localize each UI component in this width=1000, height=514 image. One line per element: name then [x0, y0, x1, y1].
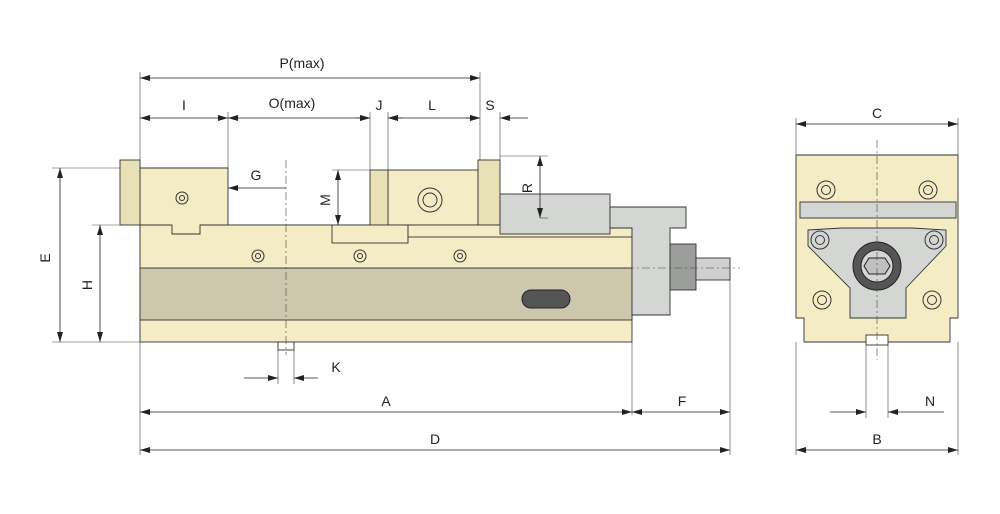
label-J: J	[376, 97, 383, 113]
label-S: S	[485, 97, 494, 113]
screw-hole-icon	[251, 249, 265, 263]
label-C: C	[872, 105, 882, 121]
spindle-square-drive	[695, 257, 731, 281]
label-I: I	[182, 97, 186, 113]
side-dimensions: P(max) I O(max) J L S G M R E H	[37, 55, 731, 455]
screw-hole-icon	[810, 230, 830, 250]
movable-jaw-back-plate	[477, 159, 501, 226]
label-O-max: O(max)	[269, 95, 316, 111]
label-G: G	[251, 167, 262, 183]
movable-jaw-block	[387, 169, 479, 226]
fixed-jaw	[139, 167, 229, 235]
label-R: R	[519, 183, 535, 193]
spindle-guide	[499, 193, 611, 235]
fixed-jaw-plate	[119, 159, 141, 226]
label-A: A	[381, 393, 391, 409]
label-M: M	[317, 194, 333, 206]
side-view	[119, 159, 740, 355]
spindle-bolt-icon	[852, 241, 902, 291]
screw-hole-icon	[353, 249, 367, 263]
movable-jaw-plate	[369, 169, 389, 226]
front-view	[795, 140, 959, 360]
label-E: E	[37, 253, 53, 262]
front-dimensions: C N B	[795, 105, 959, 455]
screw-hole-icon	[453, 249, 467, 263]
label-K: K	[331, 359, 341, 375]
screw-hole-icon	[924, 230, 944, 250]
screw-hole-icon	[175, 191, 189, 205]
spindle-nut	[669, 243, 697, 291]
movable-jaw-slide	[331, 224, 409, 244]
screw-hole-icon	[922, 290, 942, 310]
label-L: L	[428, 97, 436, 113]
label-D: D	[430, 431, 440, 447]
screw-hole-icon	[918, 180, 938, 200]
label-N: N	[925, 393, 935, 409]
label-F: F	[678, 393, 687, 409]
label-H: H	[79, 280, 95, 290]
label-P-max: P(max)	[279, 55, 324, 71]
screw-hole-icon	[816, 180, 836, 200]
body-slot	[521, 289, 571, 309]
spindle-housing	[609, 206, 687, 316]
screw-hole-icon	[417, 187, 443, 213]
screw-hole-icon	[812, 290, 832, 310]
label-B: B	[872, 431, 881, 447]
front-jaw-strip	[799, 201, 957, 219]
